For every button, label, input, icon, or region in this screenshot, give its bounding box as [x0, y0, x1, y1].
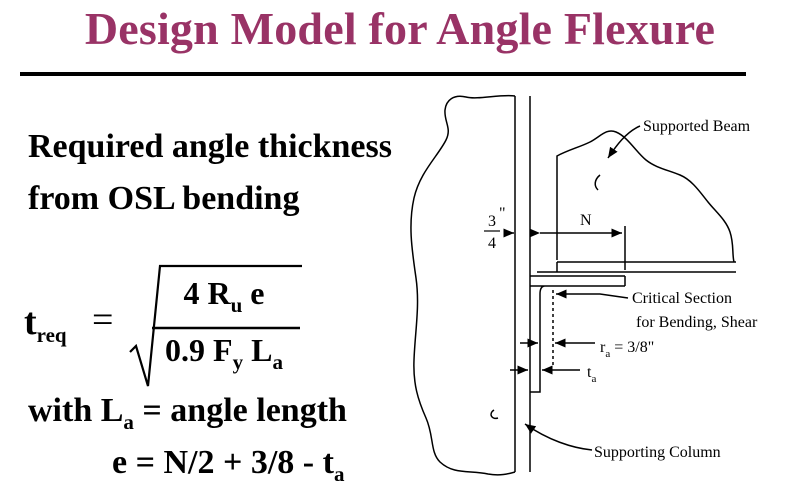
length-definition: with La = angle length: [28, 392, 347, 434]
lhs-subscript: req: [36, 323, 67, 347]
ra-label: ra = 3/8": [600, 339, 654, 360]
formula-denominator: 0.9 Fy La: [165, 332, 283, 374]
requirement-line-1: Required angle thickness: [28, 128, 392, 165]
dim-denominator: 4: [488, 235, 496, 252]
lhs-symbol: t: [24, 301, 37, 343]
formula-numerator: 4 Ru e: [183, 275, 265, 317]
supporting-column-label: Supporting Column: [594, 444, 721, 461]
ta-label: ta: [587, 364, 596, 385]
title-underline: [20, 72, 746, 76]
eccentricity-definition: e = N/2 + 3/8 - ta: [112, 444, 345, 486]
angle-section: [530, 275, 625, 393]
requirement-line-2: from OSL bending: [28, 180, 300, 217]
page-title: Design Model for Angle Flexure: [84, 3, 716, 54]
dim-inch: ": [499, 205, 506, 222]
n-label: N: [580, 212, 592, 229]
critical-section-label-2: for Bending, Shear: [636, 314, 758, 331]
dim-numerator: 3: [488, 213, 496, 230]
square-root-sign: [129, 264, 302, 387]
critical-section-label-1: Critical Section: [632, 290, 732, 307]
supported-beam-label: Supported Beam: [643, 118, 751, 135]
formula-lhs: treq: [24, 300, 67, 348]
column-outline: [410, 94, 516, 476]
beam-outline: [556, 130, 735, 263]
formula-equals: =: [92, 299, 114, 341]
